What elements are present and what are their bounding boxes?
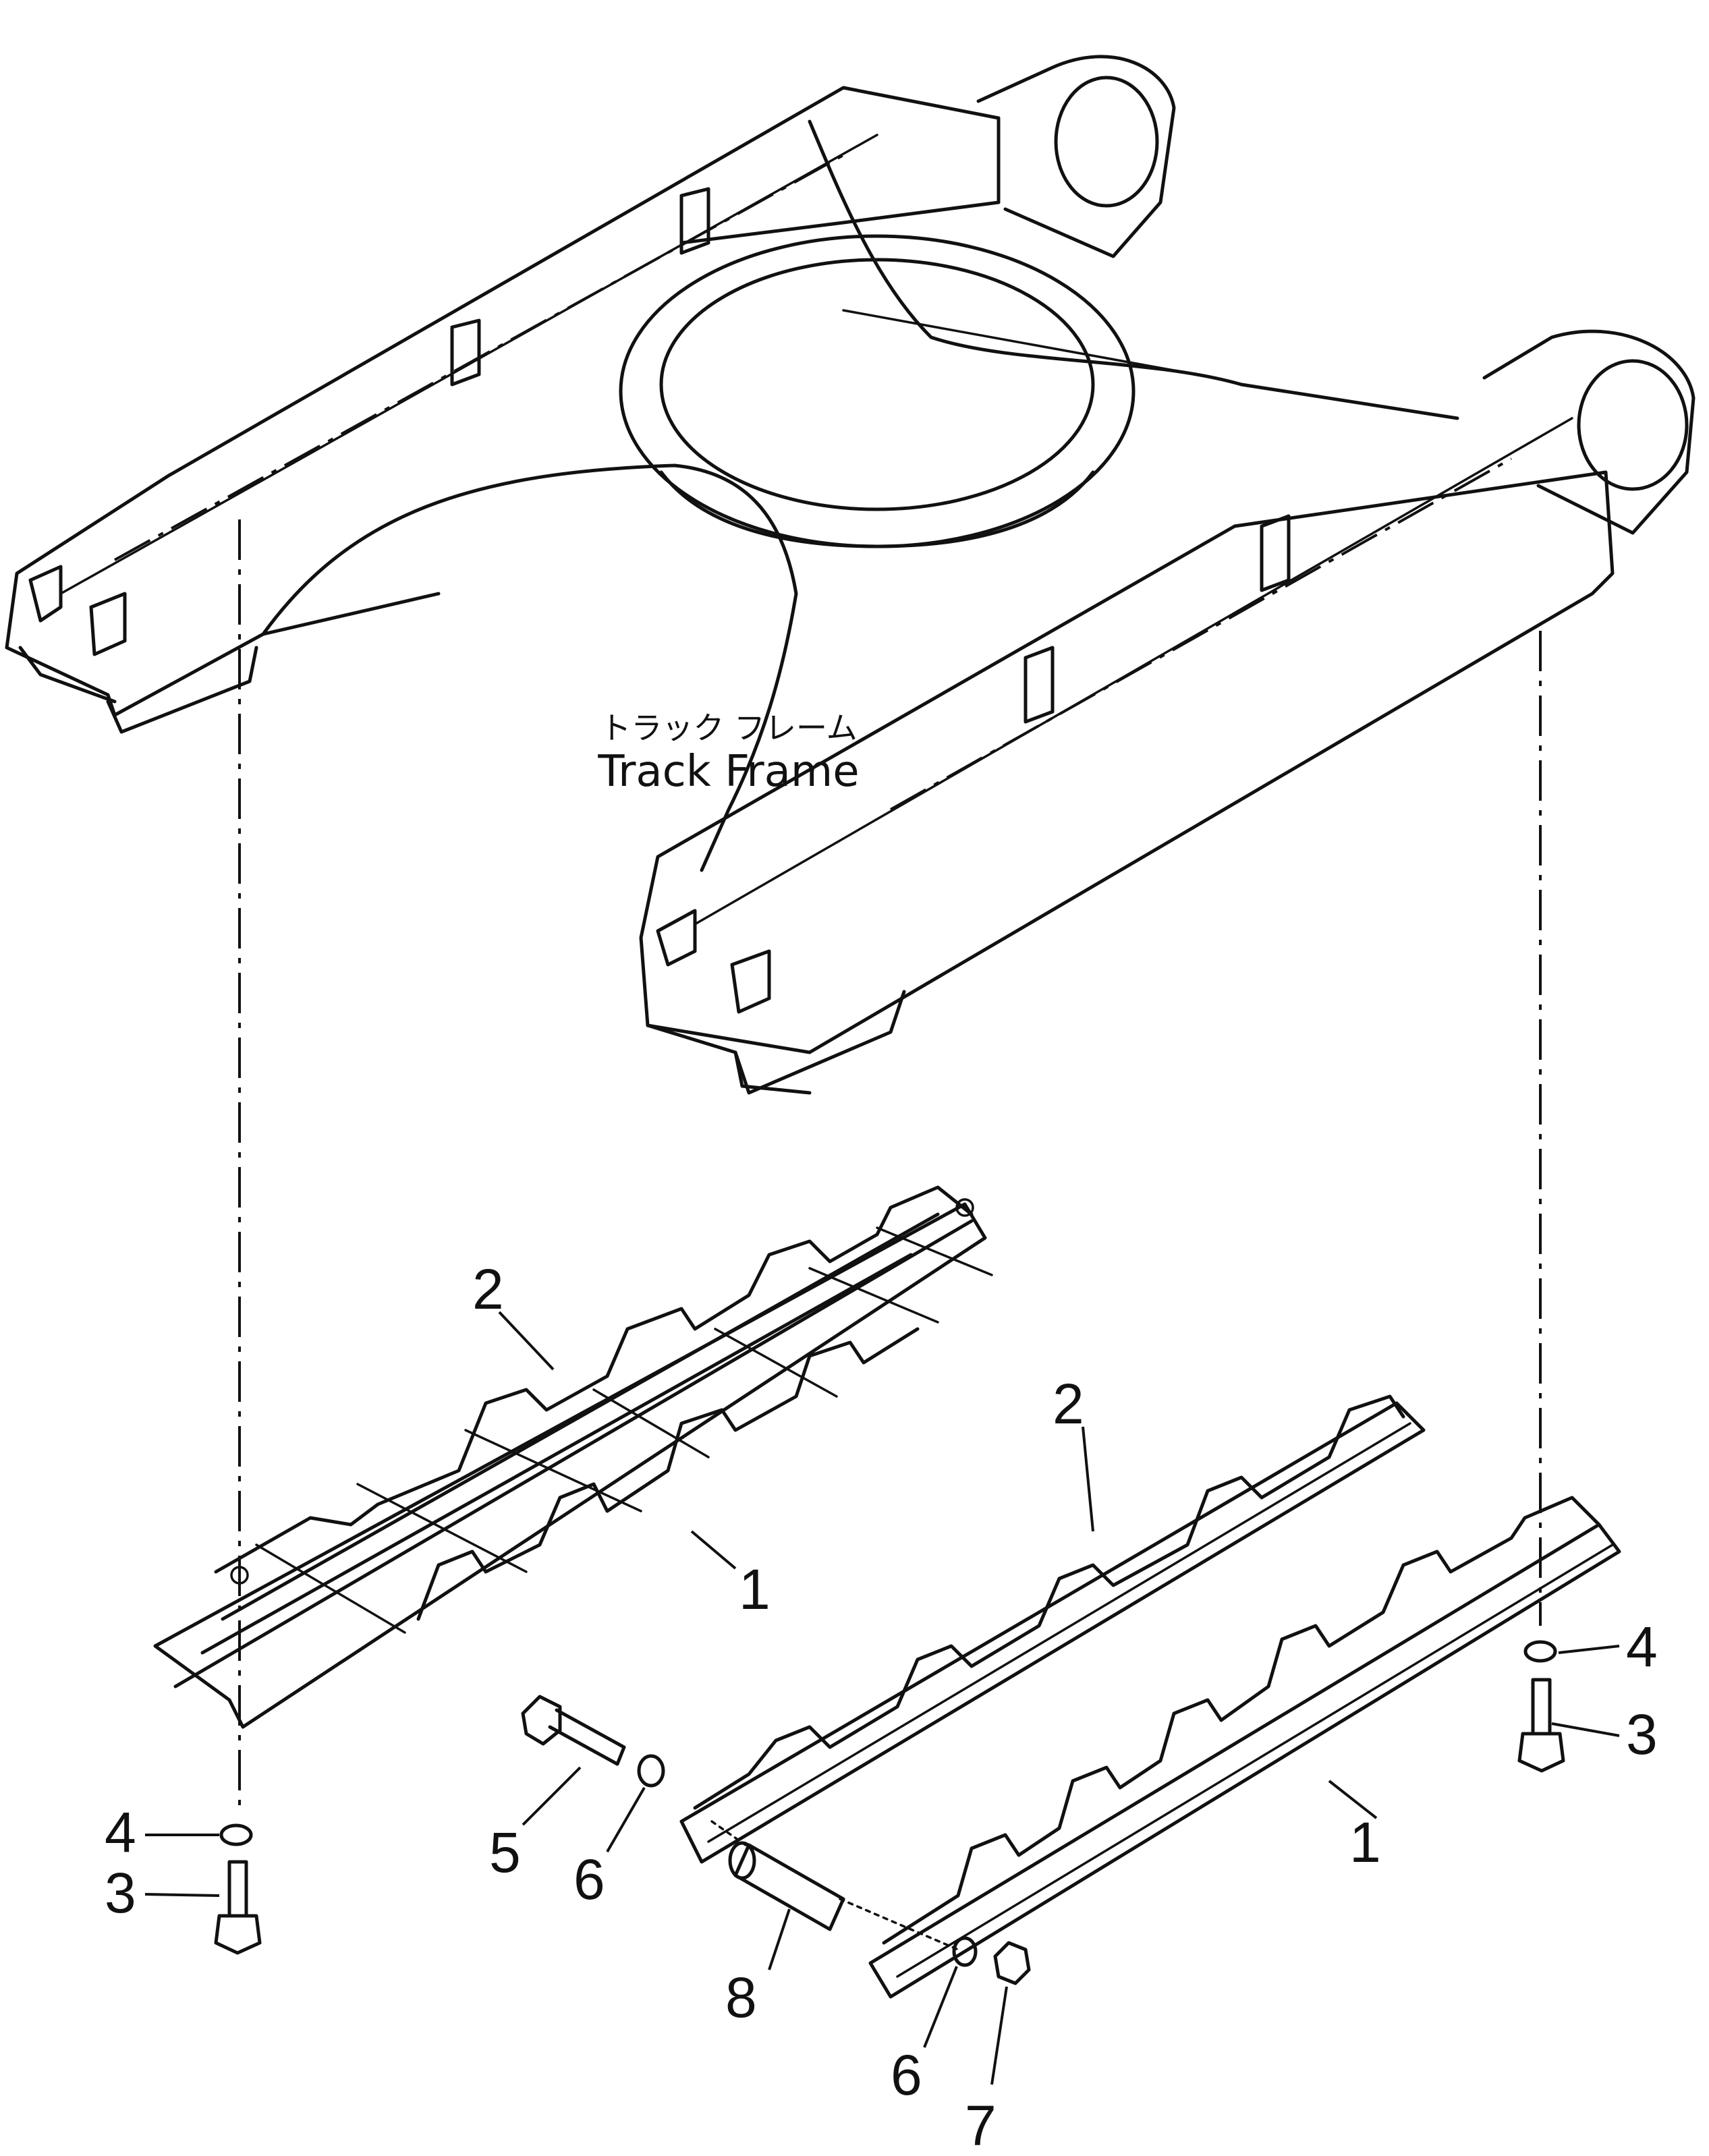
frame-label-japanese: トラック フレーム	[600, 710, 857, 746]
callout-3-right: 3	[1626, 1703, 1658, 1766]
callout-6-left: 6	[573, 1848, 605, 1911]
washer-part-6-left	[637, 1754, 665, 1788]
callout-5: 5	[489, 1821, 521, 1884]
track-frame-drawing	[5, 55, 1696, 1095]
track-guard-left	[153, 1185, 993, 1729]
washer-part-4-right	[1523, 1640, 1557, 1663]
leader-lines	[144, 1311, 1620, 2085]
guide-plate-right	[679, 1394, 1426, 1864]
bolt-part-3-left	[214, 1860, 262, 1955]
callout-1-right: 1	[1349, 1811, 1381, 1874]
bolt-long-part-5	[521, 1695, 626, 1766]
callout-8: 8	[725, 1966, 757, 2029]
callout-2-left: 2	[472, 1257, 504, 1321]
callout-6-right: 6	[891, 2043, 922, 2107]
callout-4-left: 4	[105, 1800, 136, 1864]
washer-part-4-left	[219, 1823, 253, 1846]
callout-7: 7	[965, 2094, 997, 2156]
assembly-line-collar	[710, 1820, 747, 1846]
callout-1-left: 1	[739, 1558, 771, 1621]
frame-label-english: Track Frame	[597, 747, 859, 797]
callout-3-left: 3	[105, 1861, 136, 1925]
nut-part-7	[993, 1941, 1031, 1985]
bolt-part-3-right	[1517, 1678, 1565, 1773]
washer-part-6-right	[952, 1936, 978, 1967]
callout-2-right: 2	[1053, 1372, 1084, 1436]
callout-4-right: 4	[1626, 1615, 1658, 1678]
assembly-line-nut	[839, 1898, 959, 1951]
track-guard-right	[868, 1496, 1621, 1999]
